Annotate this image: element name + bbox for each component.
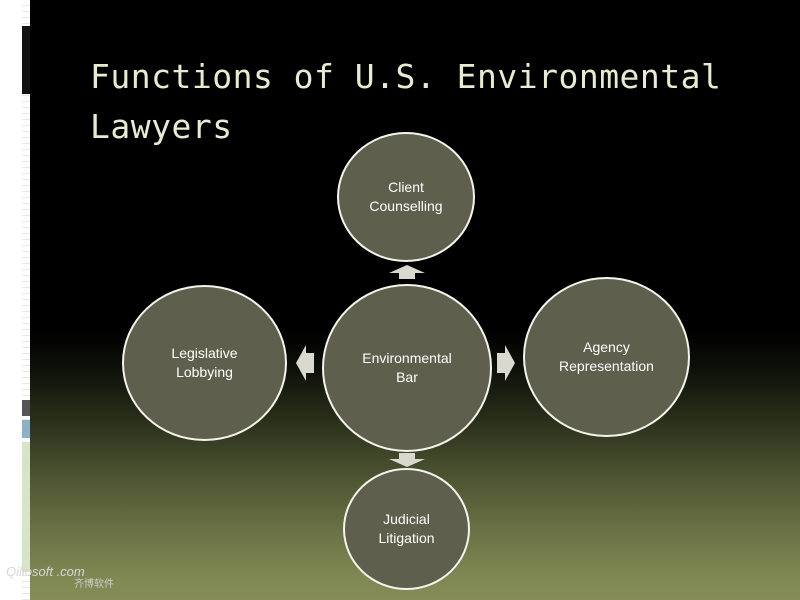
watermark-logo: Qiliosoft .com 齐博软件: [6, 565, 114, 591]
margin-ruler: [22, 0, 30, 600]
left-margin-strip: [0, 0, 30, 600]
margin-dark-mark: [22, 26, 30, 94]
watermark-subtext: 齐博软件: [74, 579, 114, 590]
arrow-up-icon: [389, 265, 425, 279]
arrow-down-icon: [389, 453, 425, 467]
node-legislative-lobbying: Legislative Lobbying: [122, 285, 287, 441]
margin-blue-mark: [22, 420, 30, 438]
slide-title: Functions of U.S. Environmental Lawyers: [90, 57, 722, 146]
center-label: Environmental Bar: [362, 350, 452, 385]
margin-gray-mark: [22, 400, 30, 416]
node-client-counselling: Client Counselling: [337, 132, 475, 262]
node-agency-representation: Agency Representation: [523, 277, 690, 437]
node-judicial-litigation: Judicial Litigation: [343, 468, 470, 590]
node-label: Legislative Lobbying: [171, 345, 238, 380]
arrow-left-icon: [296, 345, 314, 381]
margin-green-mark: [22, 442, 30, 572]
node-label: Judicial Litigation: [378, 511, 435, 546]
node-label: Client Counselling: [369, 179, 443, 214]
arrow-right-icon: [497, 345, 515, 381]
watermark-text: Qiliosoft .com: [6, 564, 85, 579]
node-label: Agency Representation: [559, 339, 654, 374]
node-environmental-bar: Environmental Bar: [322, 284, 492, 452]
